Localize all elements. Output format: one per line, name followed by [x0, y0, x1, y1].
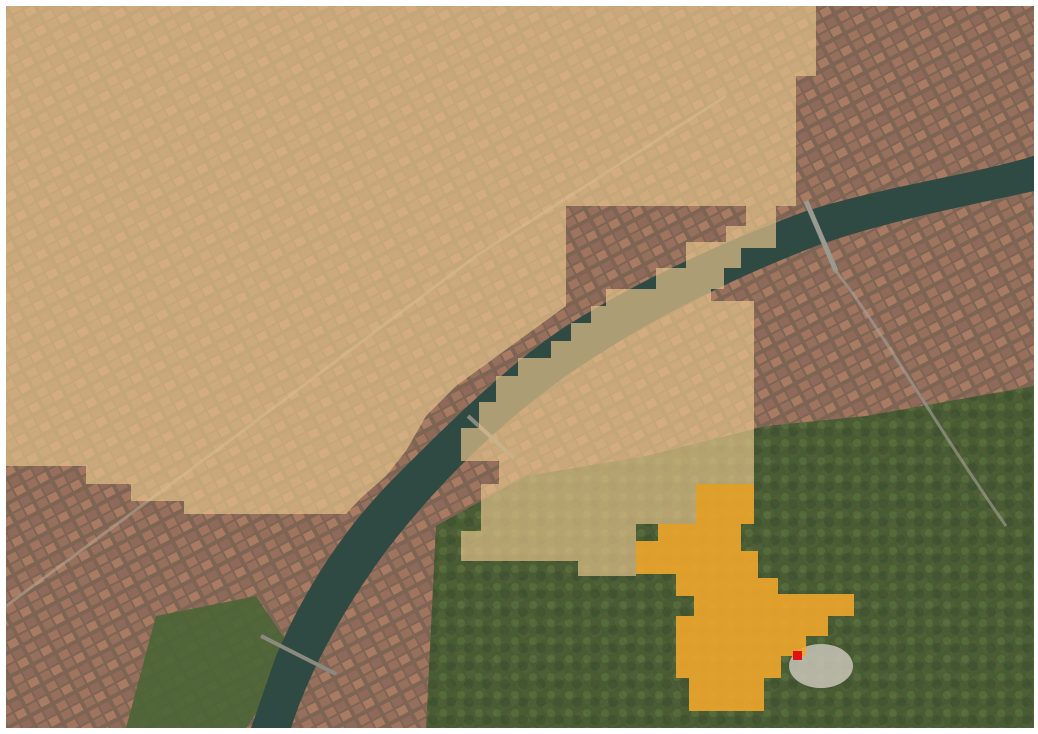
park-vegetation — [126, 596, 296, 728]
map-view[interactable] — [6, 6, 1034, 728]
selected-location-marker[interactable] — [793, 651, 802, 660]
light-overlay-region[interactable] — [6, 6, 816, 576]
bridge-south — [260, 634, 337, 676]
road-riverside — [834, 270, 1008, 527]
bridge-north — [803, 200, 839, 272]
map-canvas[interactable] — [6, 6, 1034, 728]
